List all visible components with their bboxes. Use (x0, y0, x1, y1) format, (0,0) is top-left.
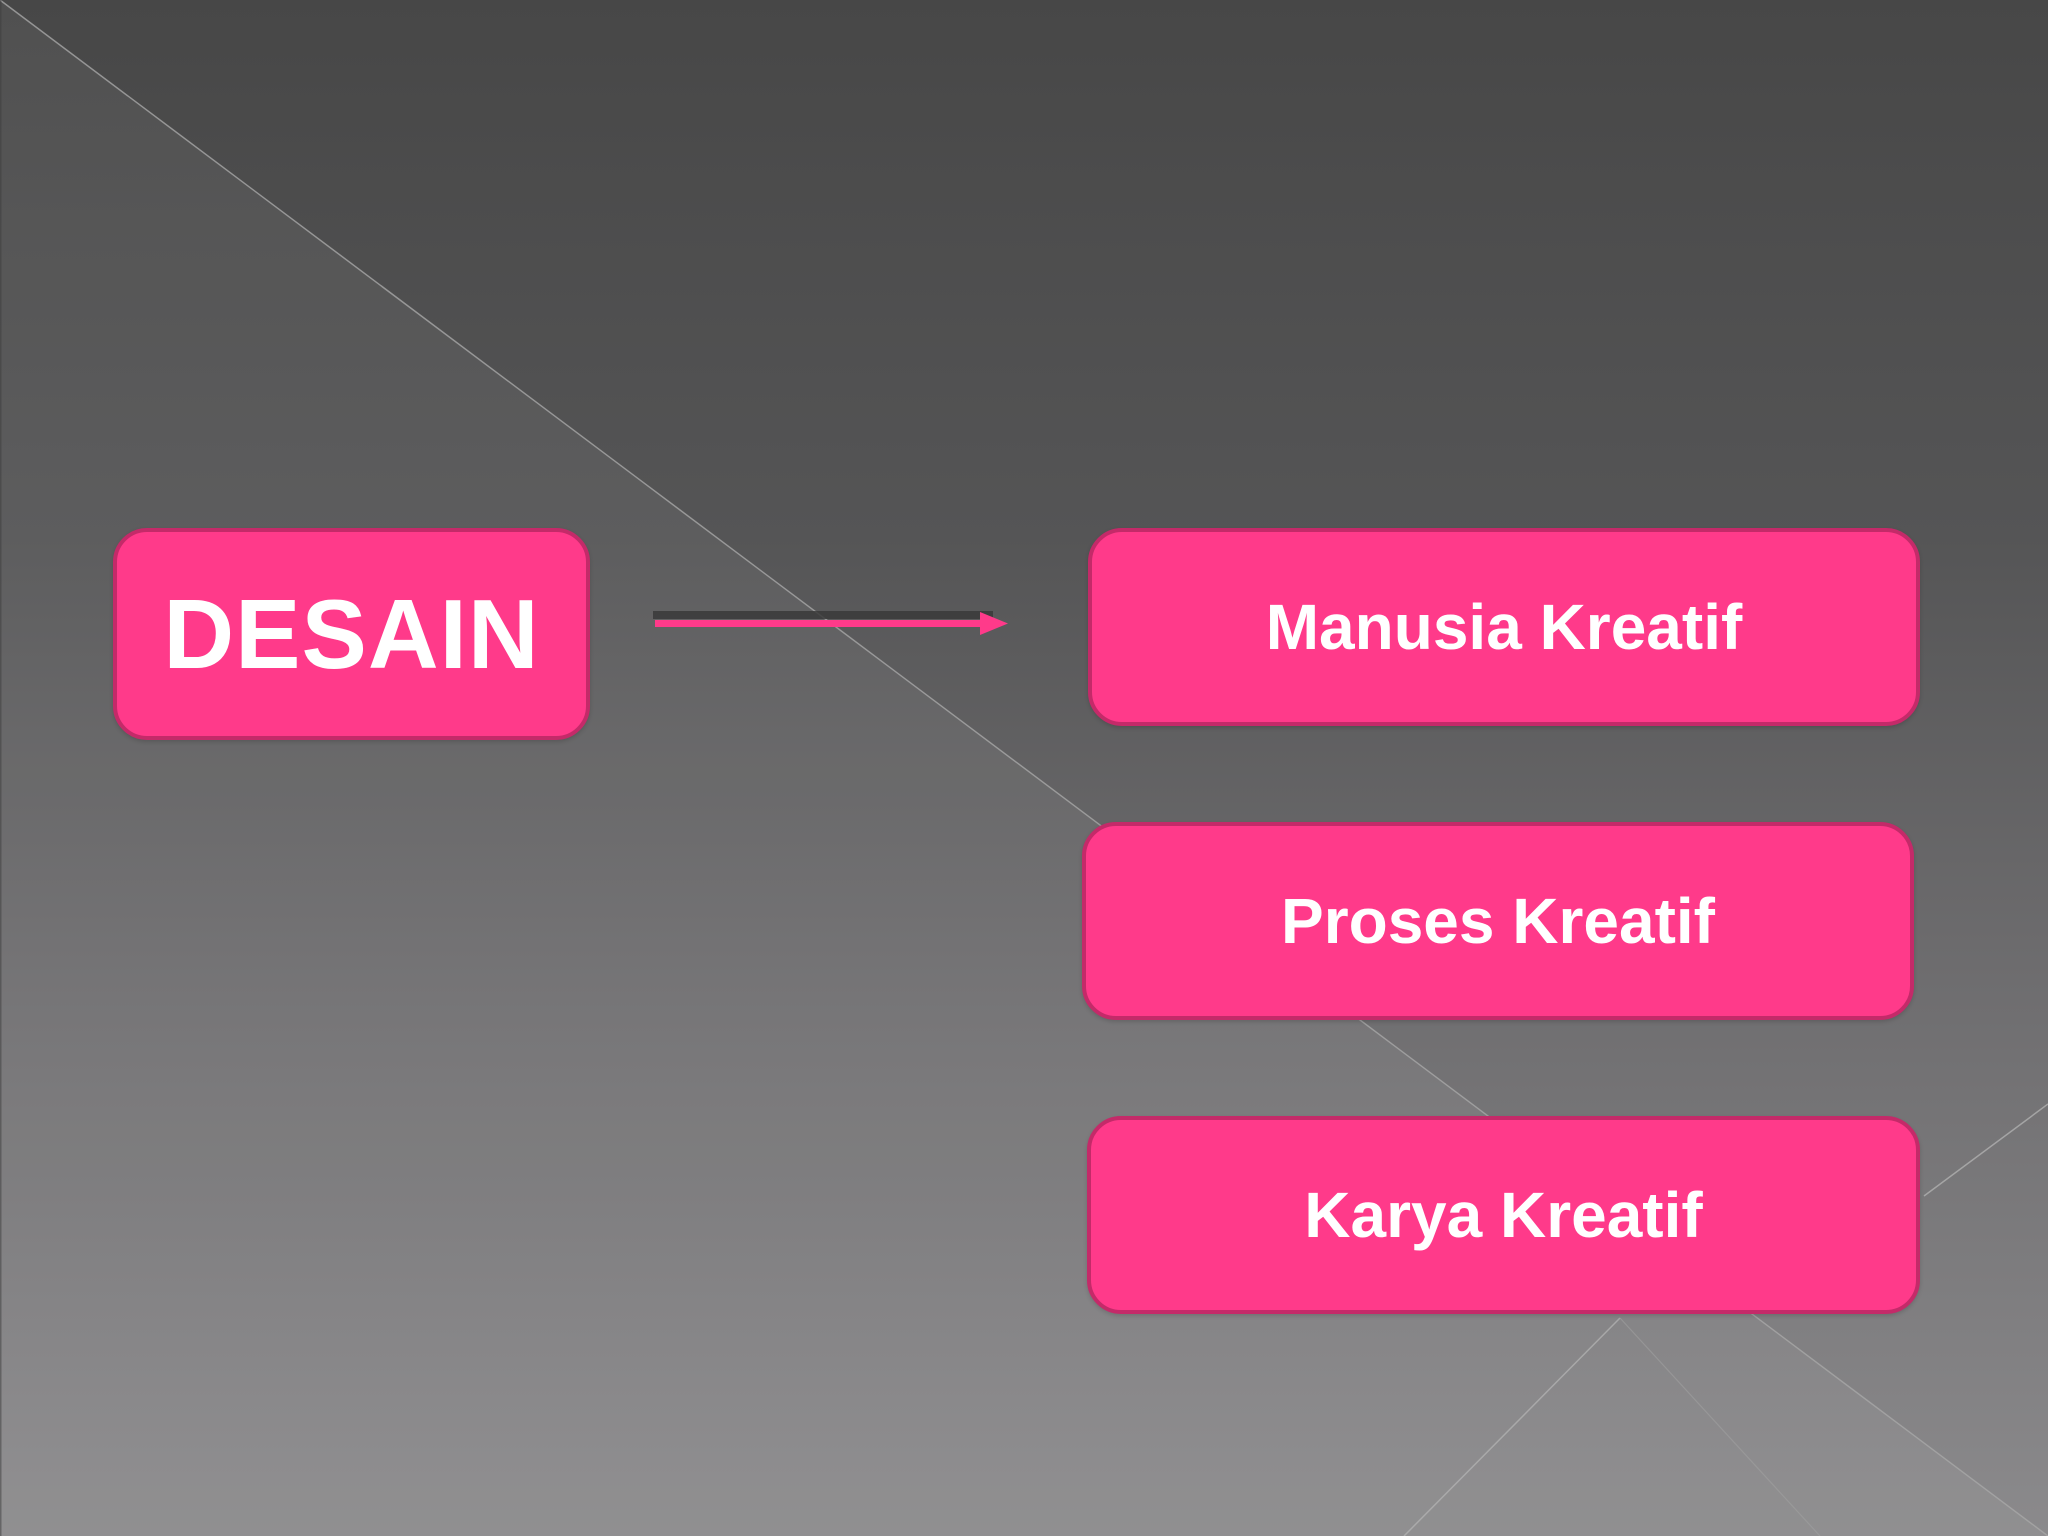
proses-kreatif-box: Proses Kreatif (1082, 822, 1914, 1020)
arrow-right-icon (653, 611, 1008, 635)
karya-kreatif-box: Karya Kreatif (1087, 1116, 1920, 1314)
proses-kreatif-label: Proses Kreatif (1281, 885, 1715, 957)
manusia-kreatif-label: Manusia Kreatif (1265, 591, 1743, 663)
desain-label: DESAIN (163, 578, 540, 689)
karya-kreatif-label: Karya Kreatif (1304, 1179, 1703, 1251)
desain-box: DESAIN (113, 528, 590, 740)
manusia-kreatif-box: Manusia Kreatif (1088, 528, 1920, 726)
